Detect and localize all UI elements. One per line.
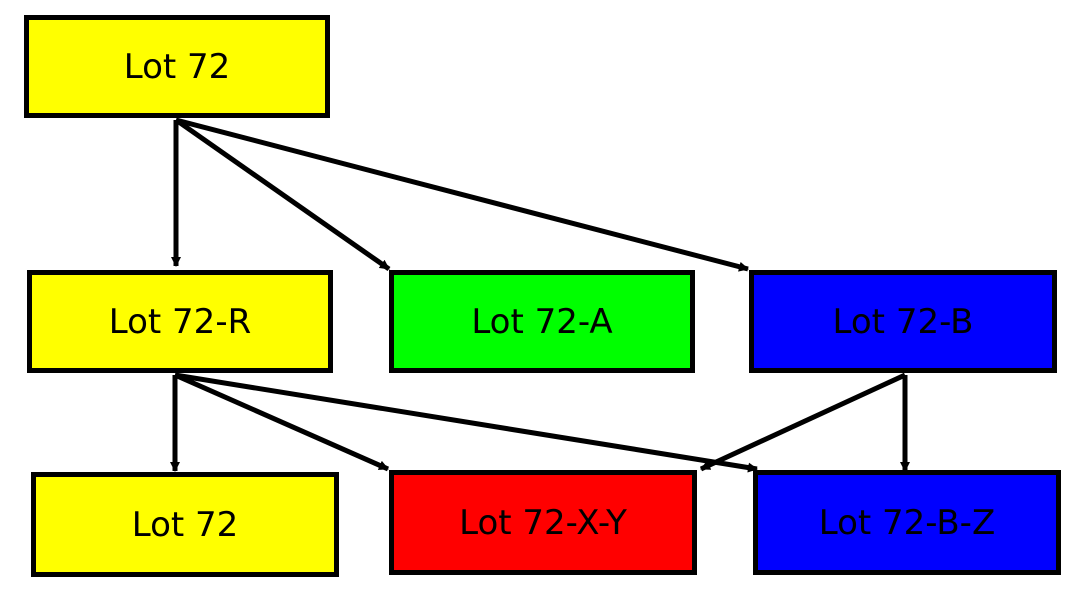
- node-lot-72-r: Lot 72-R: [27, 270, 333, 373]
- node-lot-72-top: Lot 72: [24, 15, 330, 118]
- node-label: Lot 72-R: [108, 301, 252, 342]
- node-label: Lot 72: [131, 504, 239, 545]
- edge-lot72-top-to-lot72-b: [175, 117, 749, 272]
- node-lot-72-bottom: Lot 72: [31, 472, 339, 577]
- node-label: Lot 72: [123, 46, 231, 87]
- edge-lot72-r-to-lot72-xy: [173, 372, 390, 472]
- node-lot-72-b: Lot 72-B: [749, 270, 1057, 373]
- node-label: Lot 72-B: [832, 301, 974, 342]
- node-label: Lot 72-X-Y: [459, 502, 627, 543]
- node-lot-72-x-y: Lot 72-X-Y: [389, 470, 697, 575]
- edge-lot72-b-to-lot72-xy: [699, 372, 907, 472]
- node-lot-72-b-z: Lot 72-B-Z: [753, 470, 1061, 575]
- edge-lot72-r-to-lot72-bz: [174, 372, 758, 473]
- node-lot-72-a: Lot 72-A: [389, 270, 695, 373]
- node-label: Lot 72-A: [471, 301, 613, 342]
- node-label: Lot 72-B-Z: [818, 502, 996, 543]
- edge-lot72-top-to-lot72-a: [174, 117, 391, 272]
